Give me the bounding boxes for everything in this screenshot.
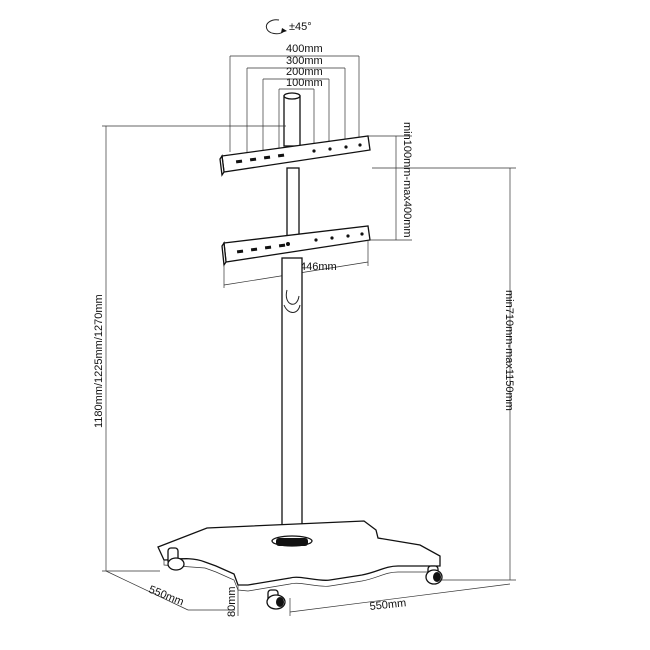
wheel-front-center [266, 589, 286, 610]
bracket-height-label: min710mm-max1150mm [503, 290, 515, 411]
base-height-label: 80mm [226, 586, 238, 617]
bottom-bracket [221, 225, 371, 267]
rotation-icon: ±45° [265, 19, 312, 35]
vesa-400-label: 400mm [286, 43, 323, 55]
bracket-width-label: 446mm [300, 261, 337, 273]
vesa-300-label: 300mm [286, 55, 323, 67]
total-height-label: 1180mm/1225mm/1270mm [93, 294, 105, 428]
vesa-100-label: 100mm [286, 77, 323, 89]
bracket-height-dimension [372, 167, 516, 581]
main-pole [281, 257, 303, 539]
bracket-range-dimension [368, 135, 412, 241]
bracket-range-label: min100mm-max400mm [401, 122, 413, 238]
rotation-label: ±45° [289, 21, 312, 33]
upper-pole [283, 92, 301, 147]
base-depth-dimension [105, 570, 235, 611]
base-width-dimension [289, 583, 511, 616]
base-plate [157, 520, 441, 592]
vesa-dimension-lines [229, 55, 360, 152]
total-height-dimension [102, 125, 286, 572]
base-depth-label: 550mm [147, 584, 186, 609]
vesa-200-label: 200mm [286, 66, 323, 78]
base-width-label: 550mm [369, 597, 407, 613]
middle-pole [286, 167, 300, 243]
top-bracket [219, 135, 371, 177]
wheel-front-left [167, 547, 185, 571]
wheel-back-right [425, 565, 443, 585]
